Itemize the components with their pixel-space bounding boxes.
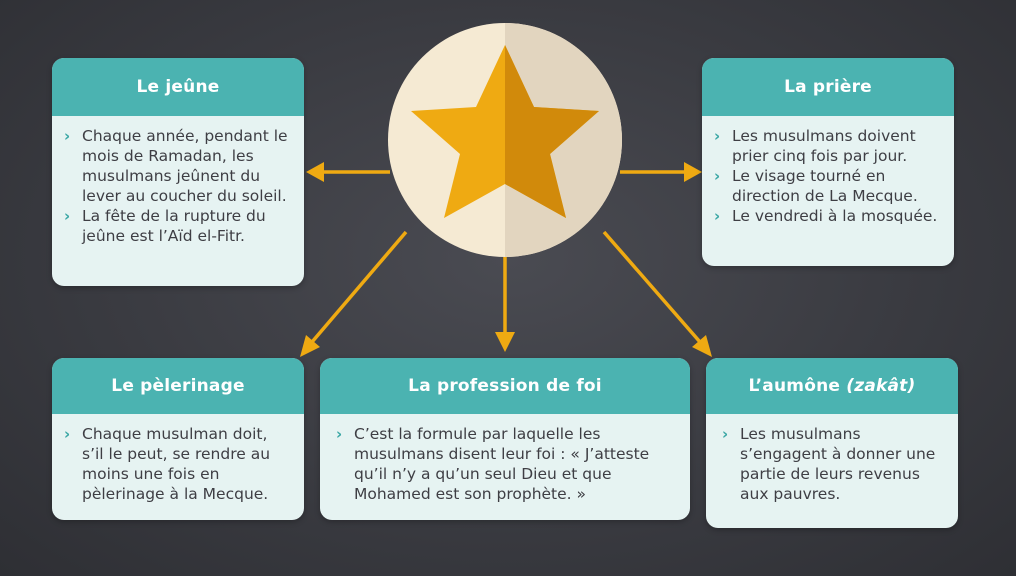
arrow-head-aumone — [692, 335, 712, 357]
list-item: ›Chaque musulman doit, s’il le peut, se … — [64, 425, 271, 503]
card-title: Le pèlerinage — [52, 358, 304, 414]
list-item: ›Le vendredi à la mosquée. — [714, 207, 938, 225]
card-pelerinage: Le pèlerinage ›Chaque musulman doit, s’i… — [52, 358, 304, 520]
arrow-to-aumone — [602, 230, 702, 344]
list-item: ›C’est la formule par laquelle les musul… — [336, 425, 650, 503]
list-item: ›Le visage tourné en direction de La Mec… — [714, 167, 918, 205]
chevron-right-icon: › — [714, 207, 721, 225]
arrow-head-profession — [495, 332, 515, 352]
chevron-right-icon: › — [64, 425, 71, 443]
list-item: ›Les musulmans s’engagent à donner une p… — [722, 425, 936, 503]
card-profession: La profession de foi ›C’est la formule p… — [320, 358, 690, 520]
arrow-to-pelerinage — [310, 230, 408, 344]
card-title: Le jeûne — [52, 58, 304, 116]
chevron-right-icon: › — [64, 207, 71, 225]
star-icon — [411, 45, 599, 218]
card-title: La prière — [702, 58, 954, 116]
card-title: La profession de foi — [320, 358, 690, 414]
list-item: ›Chaque année, pendant le mois de Ramada… — [64, 127, 288, 205]
arrow-head-priere — [684, 162, 702, 182]
arrow-head-jeune — [306, 162, 324, 182]
chevron-right-icon: › — [722, 425, 729, 443]
list-item: ›La fête de la rupture du jeûne est l’Aï… — [64, 207, 266, 245]
card-aumone: L’aumône (zakât) ›Les musulmans s’engage… — [706, 358, 958, 528]
card-title: L’aumône (zakât) — [706, 358, 958, 414]
arrows — [300, 162, 712, 357]
card-priere: La prière ›Les musulmans doivent prier c… — [702, 58, 954, 266]
chevron-right-icon: › — [714, 167, 721, 185]
arrow-head-pelerinage — [300, 335, 320, 357]
chevron-right-icon: › — [714, 127, 721, 145]
chevron-right-icon: › — [64, 127, 71, 145]
chevron-right-icon: › — [336, 425, 343, 443]
list-item: ›Les musulmans doivent prier cinq fois p… — [714, 127, 916, 165]
card-jeune: Le jeûne ›Chaque année, pendant le mois … — [52, 58, 304, 286]
